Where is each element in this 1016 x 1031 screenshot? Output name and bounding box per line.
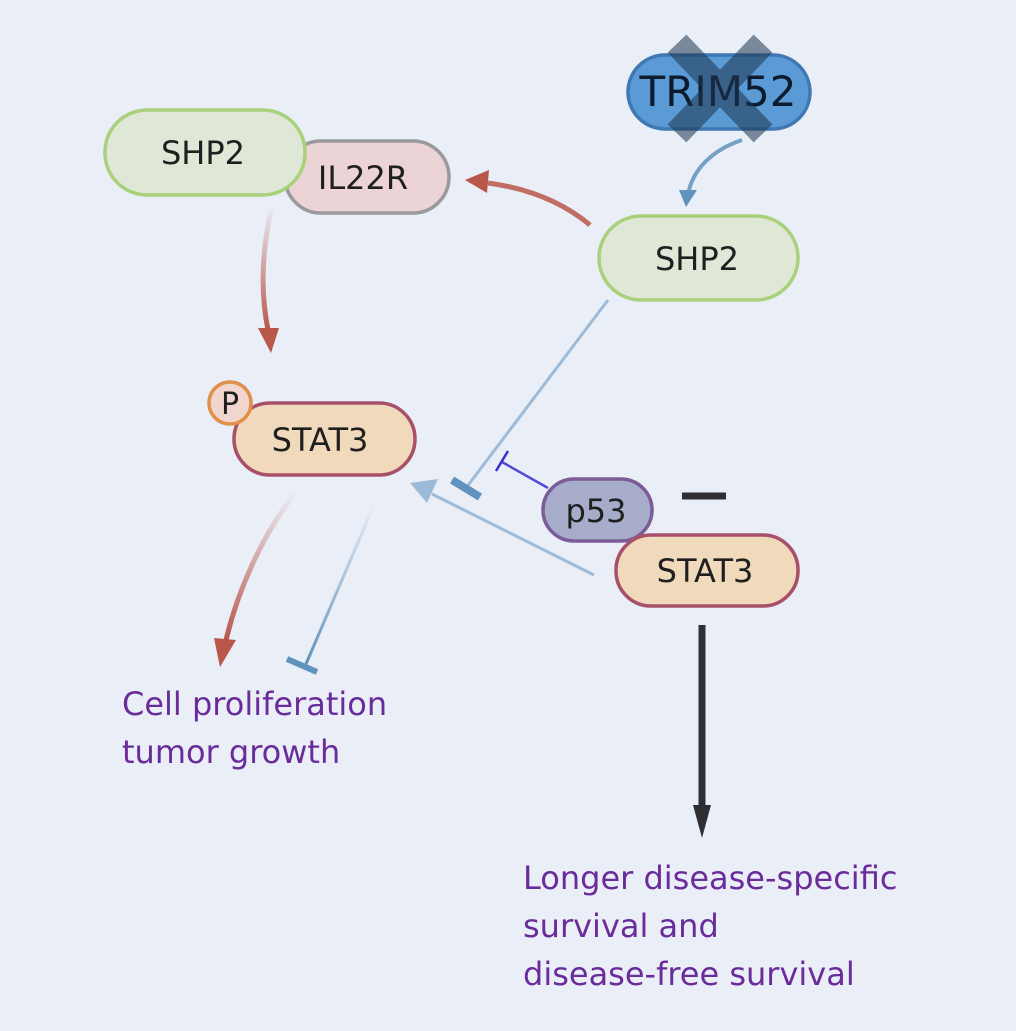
shp2-right-node: SHP2	[597, 214, 800, 302]
arrow-stat3-to-pstat3	[431, 492, 595, 577]
outcome-survival: Longer disease-specific survival and dis…	[523, 854, 897, 998]
shp2-right-label: SHP2	[655, 240, 739, 278]
arrow-shp2-to-il22r	[487, 180, 592, 227]
outcome-survival-line-2: survival and	[523, 907, 719, 945]
outcome-survival-line-3: disease-free survival	[523, 955, 855, 993]
arrowhead-trim52-to-shp2	[679, 190, 697, 207]
inhibit-shp2-stat3	[464, 299, 610, 489]
shp2-left-node: SHP2	[103, 108, 307, 197]
arrowhead-stat3-to-pstat3	[410, 479, 438, 503]
outcome-survival-line-1: Longer disease-specific	[523, 859, 898, 897]
arrow-shp2-to-pstat3	[260, 204, 275, 331]
stat3-left-node: STAT3	[232, 401, 417, 477]
arrow-pstat3-to-proliferation	[223, 490, 298, 641]
stat3-left-label: STAT3	[272, 421, 369, 459]
arrowhead-shp2-to-pstat3	[258, 328, 279, 353]
arrowhead-pstat3-to-proliferation	[214, 638, 236, 667]
arrow-trim52-to-shp2	[686, 138, 743, 196]
arrowhead-stat3-to-survival	[693, 805, 711, 838]
knockout-x-icon	[667, 34, 773, 143]
stat3-right-node: STAT3	[614, 533, 800, 608]
outcome-proliferation-line-1: Cell proliferation	[122, 685, 388, 723]
inhibit-bar-growth	[285, 656, 319, 675]
p53-label: p53	[565, 492, 626, 530]
outcome-proliferation-line-2: tumor growth	[122, 733, 341, 771]
inhibit-pstat3-growth	[304, 504, 376, 665]
inhibit-bar-shp2-stat3	[449, 476, 483, 501]
il22r-node: IL22R	[283, 139, 451, 215]
inhibit-bar-p53	[494, 450, 510, 472]
phospho-badge: P	[207, 380, 253, 426]
trim52-node: TRIM52	[626, 34, 812, 143]
il22r-label: IL22R	[318, 159, 408, 197]
phospho-label: P	[221, 387, 239, 422]
inhibit-p53	[501, 460, 549, 490]
outcome-proliferation: Cell proliferation tumor growth	[122, 680, 387, 776]
p53-node: p53	[541, 477, 654, 543]
stat3-right-label: STAT3	[657, 552, 754, 590]
arrowhead-shp2-to-il22r	[465, 170, 489, 193]
shp2-left-label: SHP2	[161, 134, 245, 172]
